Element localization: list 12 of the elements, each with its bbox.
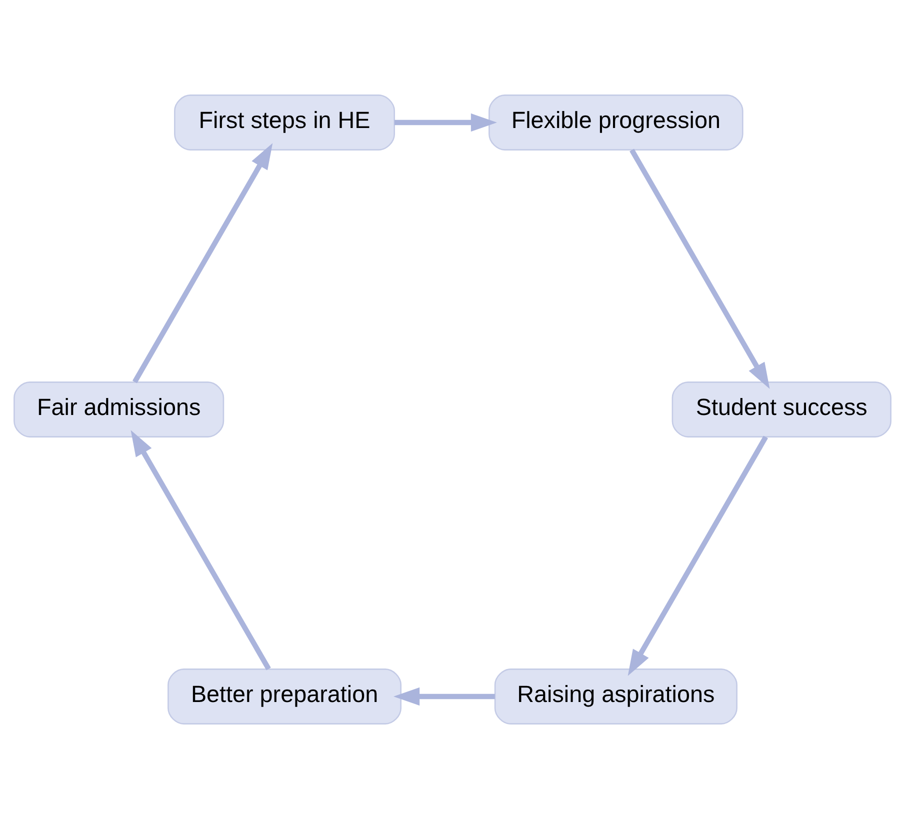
node-box: Fair admissions <box>13 382 224 438</box>
arrow <box>627 436 768 676</box>
node-box: Better preparation <box>167 668 401 724</box>
node-box: Flexible progression <box>488 94 743 150</box>
node-box: First steps in HE <box>174 94 394 150</box>
arrow <box>130 430 270 670</box>
arrow <box>132 143 272 384</box>
node-box: Student success <box>671 382 891 438</box>
arrow <box>629 148 770 389</box>
arrow <box>393 687 494 706</box>
node-box: Raising aspirations <box>494 668 737 724</box>
arrow <box>394 113 496 132</box>
